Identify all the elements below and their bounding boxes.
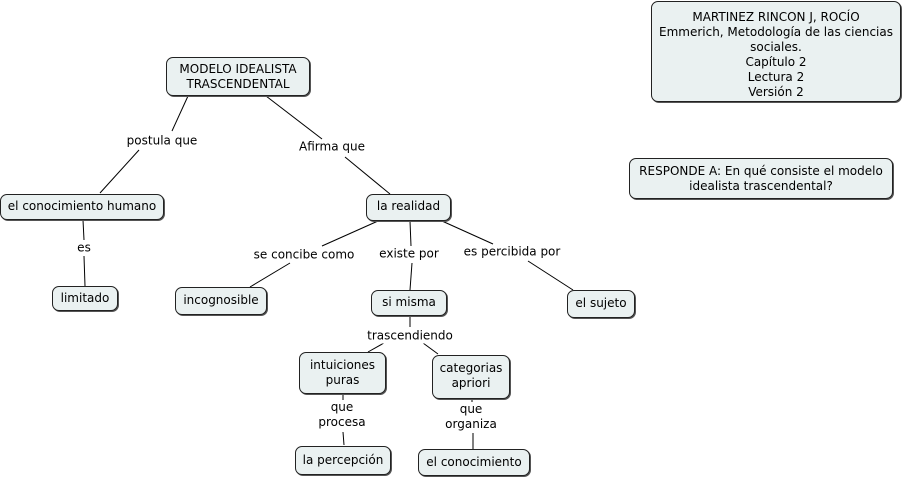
line-existe-simisma [409,262,413,291]
line-concibe-incognosible [249,262,291,288]
link-label-es-percibida-por: es percibida por [461,244,563,260]
concept-categorias-apriori[interactable]: categorias apriori [432,355,510,399]
link-label-afirma-que: Afirma que [297,139,367,155]
line-root-postula [171,95,189,132]
concept-realidad[interactable]: la realidad [366,194,451,221]
link-label-trascendiendo: trascendiendo [365,328,455,344]
concept-el-sujeto[interactable]: el sujeto [567,290,635,318]
line-es-limitado [83,255,86,287]
line-afirma-realidad [344,156,391,195]
concept-root[interactable]: MODELO IDEALISTA TRASCENDENTAL [166,57,310,96]
concept-el-conocimiento[interactable]: el conocimiento [418,449,530,476]
line-realidad-concibe [321,220,379,247]
concept-la-percepcion[interactable]: la percepción [295,446,391,475]
concept-author-note[interactable]: MARTINEZ RINCON J, ROCÍO Emmerich, Metod… [651,1,901,102]
line-root-afirma [265,95,323,140]
concept-question[interactable]: RESPONDE A: En qué consiste el modelo id… [629,158,893,199]
line-percibida-sujeto [527,260,574,291]
concept-limitado[interactable]: limitado [52,286,118,311]
line-postula-conocimiento [99,149,140,194]
link-label-que-organiza: que organiza [443,402,499,432]
link-label-que-procesa: que procesa [316,400,368,430]
line-trascendiendo-categorias [422,342,439,355]
link-label-postula-que: postula que [124,133,200,149]
line-realidad-existe [409,220,412,247]
concept-si-misma[interactable]: si misma [371,290,447,316]
concept-intuiciones-puras[interactable]: intuiciones puras [299,352,386,394]
line-conocimiento-es [82,219,85,241]
concept-incognosible[interactable]: incognosible [175,287,267,315]
link-label-existe-por: existe por [377,246,441,262]
link-label-se-concibe-como: se concibe como [251,247,357,263]
line-procesa-percepcion [342,431,345,446]
line-realidad-percibida [441,220,494,245]
link-label-es: es [75,240,93,256]
concept-conocimiento-humano[interactable]: el conocimiento humano [0,194,164,220]
line-trascendiendo-intuiciones [367,342,385,353]
